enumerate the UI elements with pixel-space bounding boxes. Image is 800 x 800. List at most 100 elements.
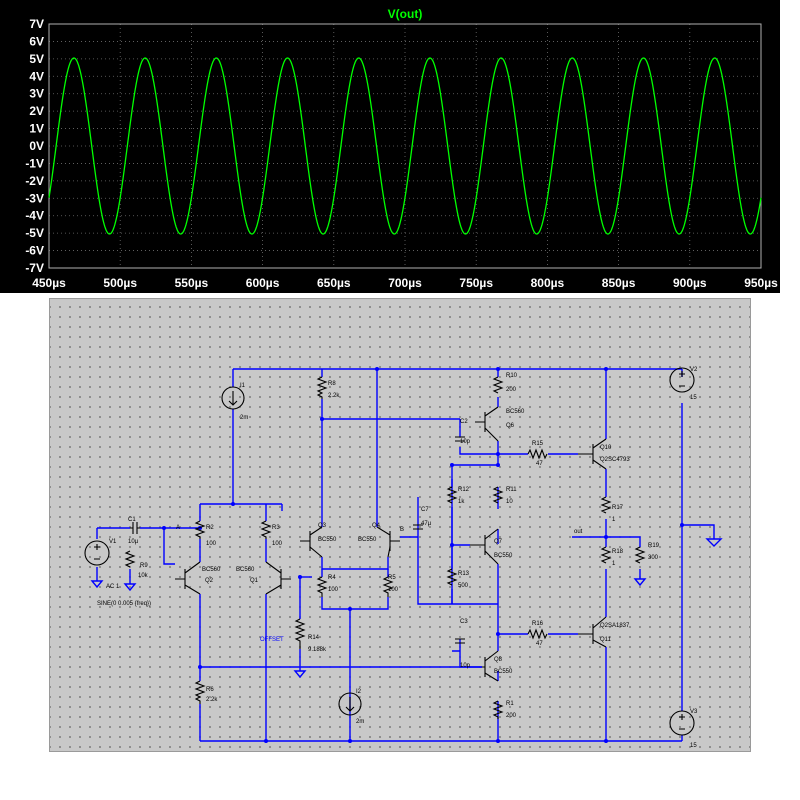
svg-text:Q2SC4793: Q2SC4793 [600, 457, 630, 463]
schematic-canvas[interactable]: V1 AC 1 SINE(0 0.005 {freq}) V2 15 V3 15… [50, 299, 752, 753]
svg-text:300: 300 [648, 555, 659, 561]
svg-text:2.2k: 2.2k [206, 697, 218, 703]
trace-v-out[interactable] [48, 57, 762, 235]
svg-text:R5: R5 [388, 575, 396, 581]
svg-text:1: 1 [612, 517, 616, 523]
current-source-i1[interactable] [221, 386, 245, 410]
svg-text:Q2SA1837: Q2SA1837 [600, 623, 630, 629]
svg-text:C7: C7 [421, 507, 429, 513]
resistors[interactable] [124, 376, 646, 719]
current-source-i2[interactable] [338, 692, 362, 716]
resistor-r18 [600, 546, 612, 564]
svg-text:2.2k: 2.2k [328, 393, 340, 399]
svg-text:R17: R17 [612, 505, 624, 511]
svg-text:B: B [400, 527, 404, 533]
svg-text:Q6: Q6 [506, 423, 515, 429]
voltage-source-v2[interactable] [669, 367, 695, 393]
wires [96, 368, 715, 742]
transistor-q6 [475, 406, 499, 442]
x-tick-label: 500µs [103, 276, 137, 290]
y-tick-label: 0V [29, 139, 44, 153]
svg-text:Q1: Q1 [250, 578, 259, 584]
svg-text:R12: R12 [458, 487, 470, 493]
svg-text:R8: R8 [328, 381, 336, 387]
y-tick-label: -1V [25, 156, 44, 170]
svg-text:2m: 2m [356, 719, 364, 725]
svg-text:15: 15 [690, 743, 697, 749]
x-tick-label: 600µs [246, 276, 280, 290]
voltage-source-v3[interactable] [669, 710, 695, 736]
y-tick-label: -4V [25, 209, 44, 223]
transistor-q3 [300, 526, 323, 558]
svg-text:500: 500 [458, 583, 469, 589]
svg-text:Q8: Q8 [494, 657, 503, 663]
capacitor-c7[interactable] [413, 524, 423, 530]
schematic-pane[interactable]: V1 AC 1 SINE(0 0.005 {freq}) V2 15 V3 15… [49, 298, 751, 752]
resistor-r1 [492, 700, 504, 719]
plot-grid [48, 23, 762, 269]
svg-text:BC550: BC550 [494, 553, 513, 559]
svg-text:R6: R6 [206, 687, 214, 693]
capacitor-c3[interactable] [455, 638, 465, 644]
capacitor-c1[interactable] [130, 522, 140, 534]
voltage-source-v1[interactable] [84, 540, 110, 566]
transistors[interactable] [175, 406, 607, 682]
capacitor-c2[interactable] [455, 436, 465, 442]
x-tick-label: 750µs [459, 276, 493, 290]
resistor-r12 [446, 486, 458, 504]
svg-text:C1: C1 [128, 517, 136, 523]
svg-text:9.188k: 9.188k [308, 647, 327, 653]
svg-text:R4: R4 [328, 575, 336, 581]
svg-text:V2: V2 [690, 367, 698, 373]
svg-text:OFFSET: OFFSET [260, 637, 284, 643]
waveform-plot[interactable]: V(out) 7V6V5V4V3V2V1V0V-1V-2V-3V-4V-5V-6… [0, 0, 780, 293]
svg-text:R1: R1 [506, 701, 514, 707]
resistor-r17 [600, 496, 612, 514]
svg-text:R16: R16 [532, 621, 544, 627]
resistor-r13 [446, 568, 458, 586]
x-tick-label: 450µs [32, 276, 66, 290]
svg-text:AC 1: AC 1 [106, 584, 120, 590]
y-tick-label: 4V [29, 69, 44, 83]
svg-text:Q11: Q11 [600, 637, 612, 643]
svg-text:BC550: BC550 [318, 537, 337, 543]
y-tick-label: -3V [25, 191, 44, 205]
resistor-r10 [492, 376, 504, 394]
transistor-q8 [482, 650, 499, 682]
y-tick-label: 3V [29, 87, 44, 101]
transistor-q10 [578, 438, 607, 470]
svg-text:Q7: Q7 [494, 539, 503, 545]
svg-text:1k: 1k [458, 499, 465, 505]
svg-text:Q3: Q3 [318, 523, 327, 529]
resistor-r15 [527, 448, 548, 460]
svg-text:BC550: BC550 [494, 669, 513, 675]
x-tick-label: 800µs [531, 276, 565, 290]
y-tick-label: -6V [25, 244, 44, 258]
ground-icon [90, 538, 723, 679]
y-tick-label: 5V [29, 52, 44, 66]
x-tick-label: 950µs [744, 276, 778, 290]
y-tick-label: -2V [25, 174, 44, 188]
svg-text:2m: 2m [240, 415, 248, 421]
svg-text:A: A [176, 525, 180, 531]
resistor-r6 [194, 680, 206, 704]
svg-text:I1: I1 [240, 383, 246, 389]
resistor-r2 [194, 520, 206, 539]
transistor-q1 [265, 561, 291, 595]
resistor-r4 [316, 576, 328, 597]
y-tick-label: 2V [29, 104, 44, 118]
svg-text:V3: V3 [690, 709, 698, 715]
component-labels: V1 AC 1 SINE(0 0.005 {freq}) V2 15 V3 15… [97, 367, 698, 749]
svg-text:R9: R9 [140, 563, 148, 569]
transistor-q11 [578, 616, 607, 648]
plot-frame [48, 23, 762, 269]
svg-text:200: 200 [506, 387, 517, 393]
svg-text:10p: 10p [460, 663, 471, 669]
y-tick-label: -7V [25, 261, 44, 275]
svg-text:10k: 10k [138, 573, 149, 579]
resistor-r19 [634, 546, 646, 564]
svg-text:10p: 10p [460, 439, 471, 445]
svg-text:BC550: BC550 [358, 537, 377, 543]
svg-text:47µ: 47µ [421, 521, 432, 527]
